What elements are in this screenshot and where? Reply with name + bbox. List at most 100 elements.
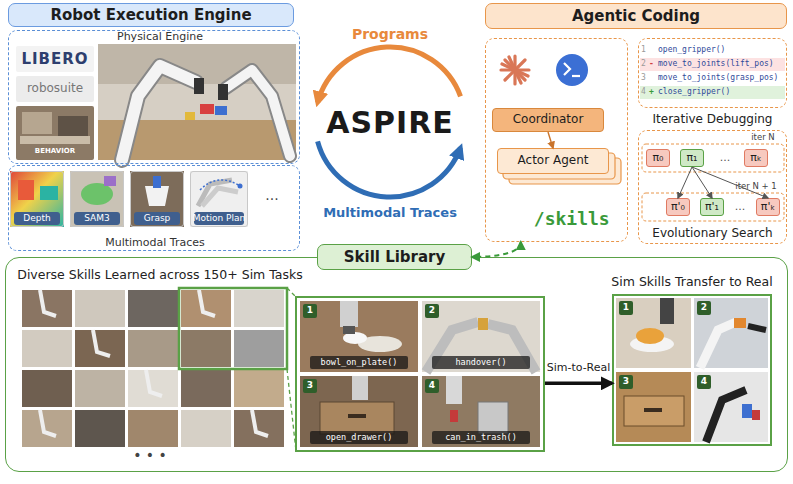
node-text: Grasp — [134, 212, 180, 225]
trace-pictures — [18, 180, 34, 200]
trace-pictures — [10, 171, 64, 227]
real-pictures — [694, 298, 768, 368]
policy-node: π'ₖ — [756, 198, 780, 216]
node-text: Robot Execution Engine — [50, 7, 251, 24]
node-text: Diverse Skills Learned across 150+ Sim T… — [18, 266, 302, 283]
trace-pictures — [104, 176, 116, 186]
zoom-panel: 1bowl_on_plate()2handover()3open_drawer(… — [295, 296, 545, 452]
real-pictures — [616, 372, 691, 442]
node-text: π'₀ — [671, 201, 685, 213]
node-text: Motion Plan — [194, 212, 244, 225]
trace-thumbnail: SAM3 — [70, 171, 124, 227]
search-box: iter Niter N + 1Evolutionary Searchπ₀π₁π… — [638, 130, 787, 244]
node-text: 1 — [641, 44, 649, 57]
arrow-connector — [692, 167, 712, 198]
trace-pictures — [190, 171, 248, 227]
engine-logos — [20, 136, 90, 144]
arrow-connector — [678, 167, 692, 198]
real-pictures — [706, 390, 746, 442]
node-text: 4 — [425, 379, 439, 393]
skill-pictures — [320, 402, 394, 434]
iteration-frame — [642, 144, 784, 172]
robot-photo — [185, 112, 195, 120]
sim-task-grid — [234, 370, 284, 407]
diff-highlight — [640, 58, 785, 99]
node-text: open_gripper() — [658, 44, 786, 57]
node-text: π'ₖ — [761, 201, 775, 213]
node-text: move_to_joints(lift_pos) — [658, 58, 786, 71]
sim-task-grid — [22, 290, 72, 327]
ellipsis: ... — [250, 188, 294, 204]
node-text: handover() — [432, 356, 530, 369]
robot-photo — [226, 70, 290, 156]
header-band: Robot Execution Engine — [8, 3, 294, 27]
cycle-label: Programs — [340, 26, 440, 44]
robot-photo — [98, 44, 296, 160]
sim-task-grid — [234, 330, 284, 367]
skill-pictures — [422, 376, 540, 447]
terminal-icon — [572, 75, 580, 77]
sim-task-grid — [128, 330, 178, 367]
real-tile: 4 — [694, 372, 768, 442]
node-text: Coordinator — [513, 113, 584, 126]
node-text: Physical Engine — [110, 31, 210, 44]
sim-task-grid — [75, 330, 125, 367]
real-pictures — [660, 298, 674, 324]
sim-task-grid — [22, 330, 72, 367]
trace-pictures — [70, 171, 124, 227]
node-text: 2 — [641, 58, 649, 71]
node-text: SAM3 — [74, 212, 120, 225]
sim-task-grid — [128, 290, 178, 327]
trace-thumbnail: Depth — [10, 171, 64, 227]
real-pictures — [616, 298, 768, 442]
ellipsis: • • • — [110, 448, 190, 464]
system-name: ASPIRE — [315, 104, 465, 140]
skill-pictures — [340, 301, 358, 327]
engine-logos — [16, 106, 94, 160]
skill-pictures — [352, 376, 368, 400]
real-pictures — [644, 408, 662, 412]
engine-logos — [16, 46, 94, 72]
claude-icon — [501, 56, 529, 84]
engine-logos — [22, 112, 52, 134]
skill-pictures — [450, 410, 458, 422]
node-text: bowl_on_plate() — [310, 356, 408, 369]
trace-thumbnail: Grasp — [130, 171, 184, 227]
node-text: 4 — [641, 86, 649, 99]
robot-photo — [215, 106, 227, 115]
sim-task-grid — [234, 410, 284, 447]
node-text: 1 — [619, 301, 633, 315]
node-text: can_in_trash() — [432, 431, 530, 444]
robot-photo — [218, 84, 228, 100]
sim-task-grid — [181, 290, 231, 327]
real-pictures — [752, 410, 760, 420]
iteration-frame — [642, 144, 784, 221]
trace-pictures — [81, 183, 113, 205]
cycle-arrows — [318, 141, 461, 197]
trace-pictures — [153, 176, 161, 188]
node-text: 2 — [425, 304, 439, 318]
node-text: Skill Library — [344, 249, 446, 266]
robot-photo — [122, 66, 196, 160]
node-text: move_to_joints(grasp_pos) — [658, 72, 786, 85]
robot-photo — [226, 70, 290, 156]
sim-task-grid — [75, 370, 125, 407]
policy-node: π₁ — [680, 149, 704, 167]
library-panel: Diverse Skills Learned across 150+ Sim T… — [5, 257, 788, 472]
skill-pictures — [348, 414, 366, 418]
sim-task-grid — [22, 410, 72, 447]
diff-highlight — [640, 58, 785, 71]
node-text: 4 — [697, 375, 711, 389]
skill-pictures — [300, 301, 540, 447]
edge-label: Sim-to-Real — [545, 361, 613, 375]
skill-tile: 4 can_in_trash() — [422, 376, 540, 447]
real-tile: 3 — [616, 372, 691, 442]
header-band: Agentic Coding — [485, 3, 787, 29]
arrow-connector — [548, 132, 553, 148]
skill-pictures — [300, 376, 418, 447]
edge-label: /skills — [529, 208, 615, 230]
engine-logos — [16, 76, 94, 102]
skill-pictures — [478, 402, 508, 434]
trace-pictures — [238, 184, 243, 189]
engine-logo: LIBERO — [16, 46, 94, 72]
